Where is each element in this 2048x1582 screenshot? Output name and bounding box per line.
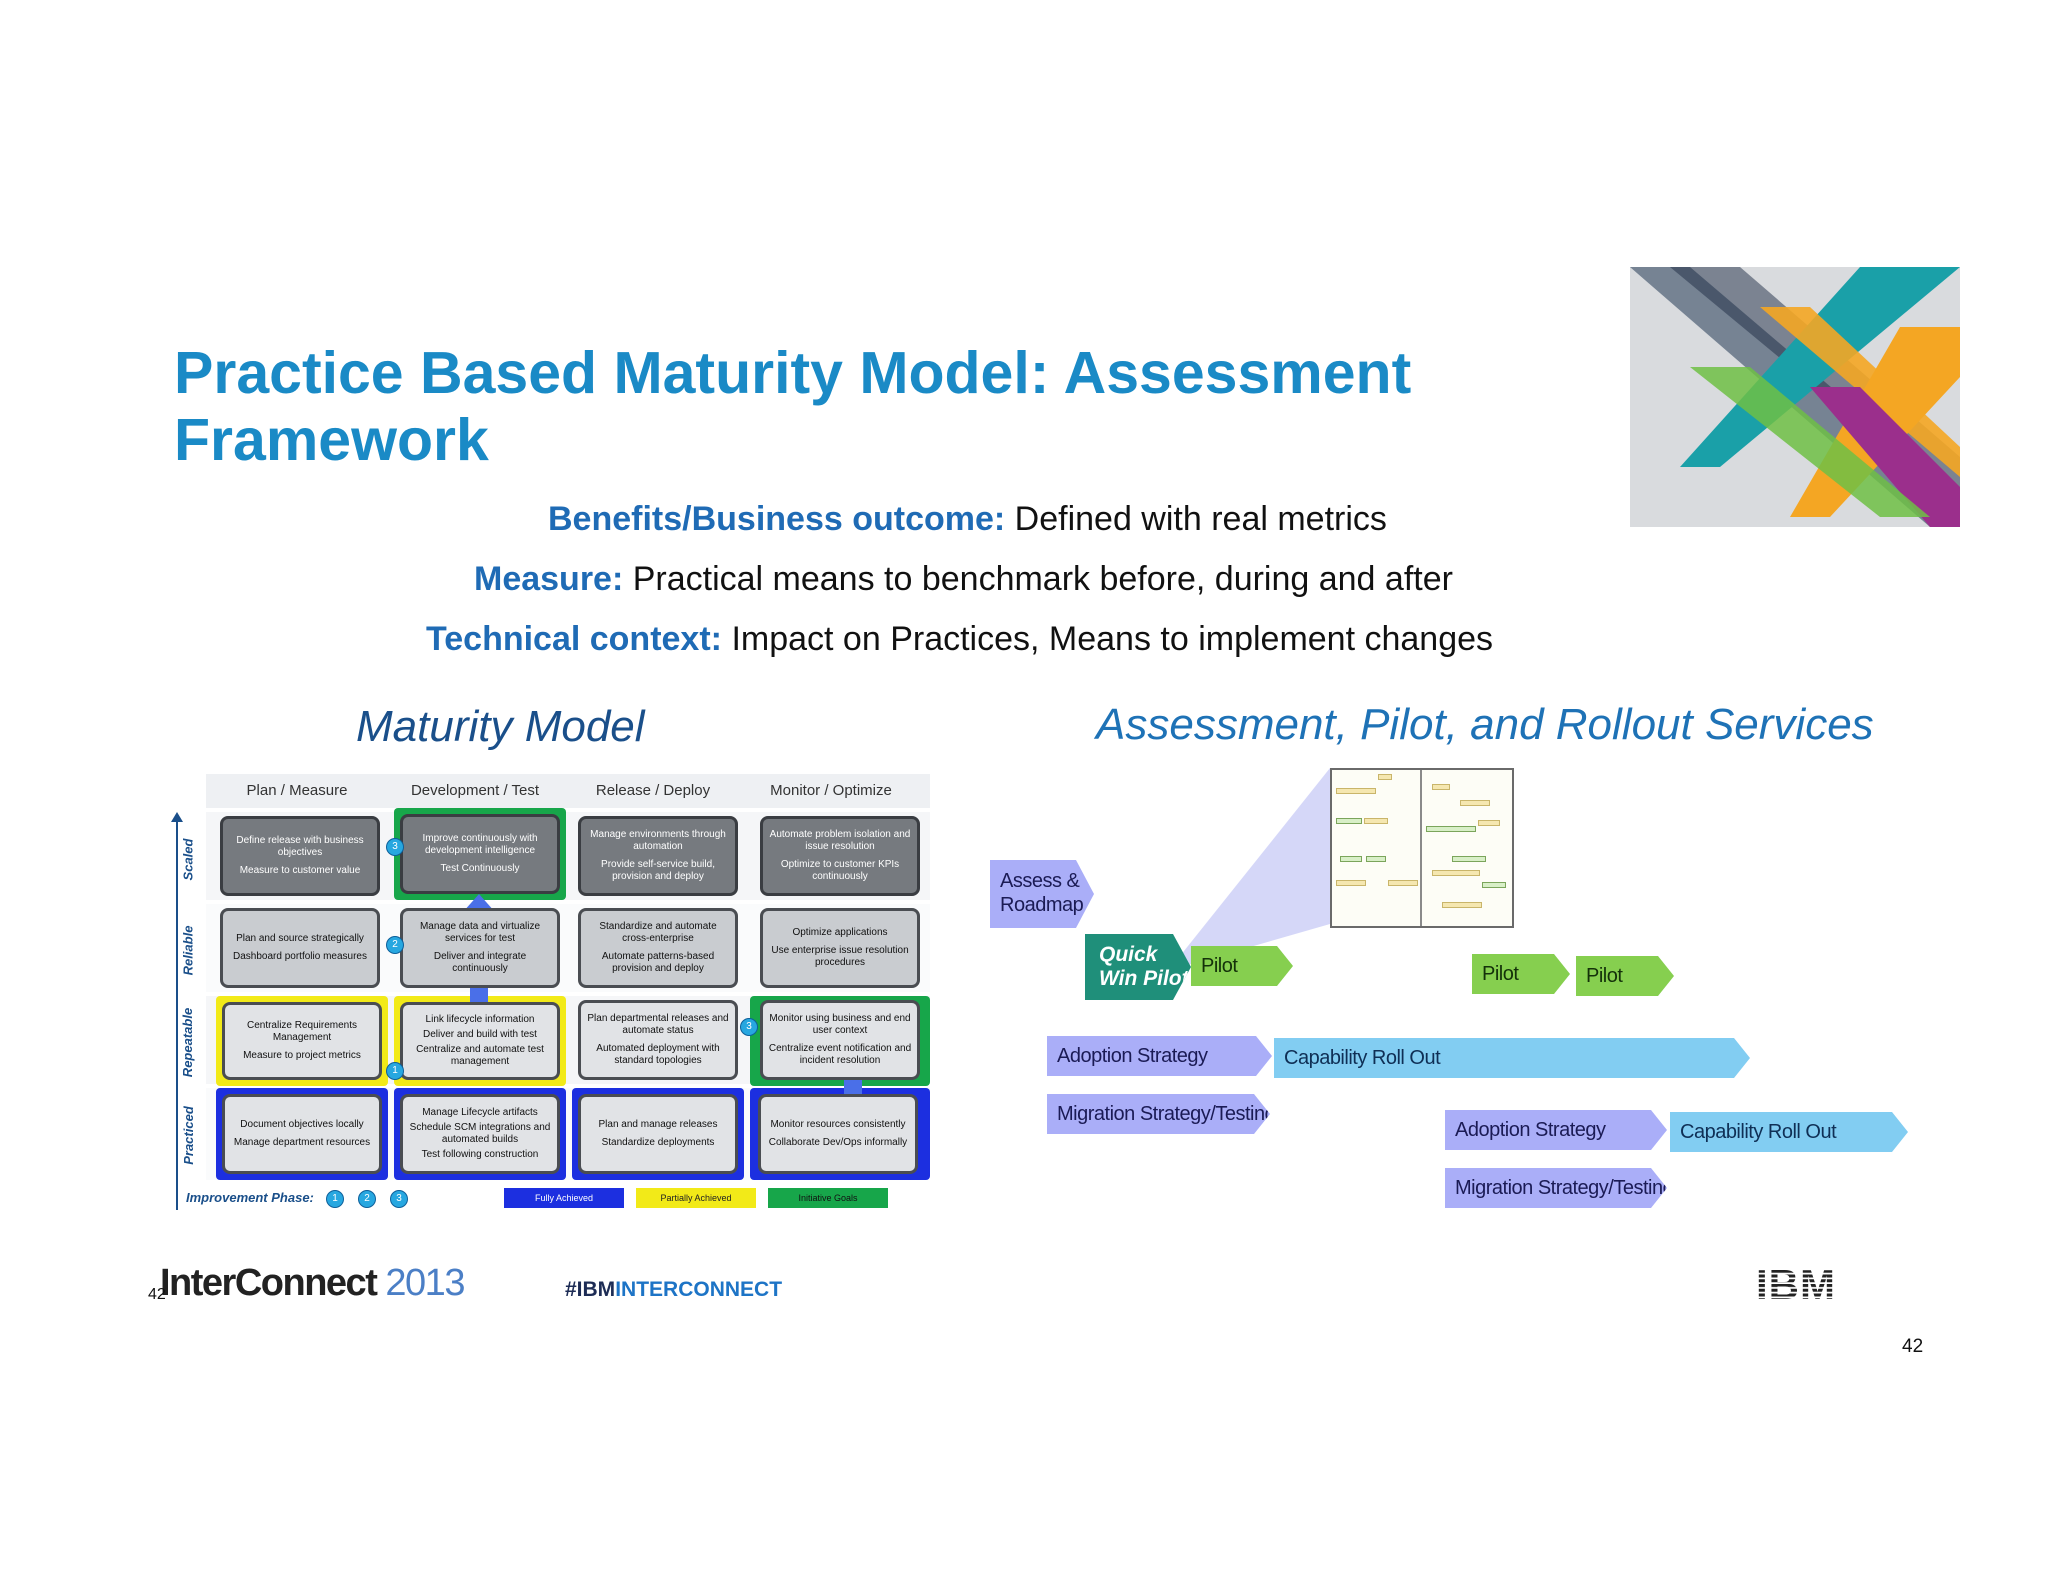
thumbnail-bar [1442, 902, 1482, 908]
capability-rollout-arrow-2: Capability Roll Out [1670, 1112, 1908, 1152]
grid-header-band [206, 774, 930, 808]
info-value-benefits: Defined with real metrics [1005, 500, 1387, 538]
thumbnail-bar [1340, 856, 1362, 862]
legend-initiative-goals: Initiative Goals [768, 1188, 888, 1208]
slide-title-line-2: Framework [174, 407, 489, 473]
phase-dot-3-monitor: 3 [740, 1018, 758, 1036]
cell-repeatable-monitor: Monitor using business and end user cont… [760, 1000, 920, 1080]
pilot-arrow-1: Pilot [1191, 946, 1293, 986]
maturity-axis-line [176, 820, 178, 1210]
thumbnail-divider [1420, 770, 1422, 926]
info-line-measure: Measure: Practical means to benchmark be… [474, 560, 1453, 599]
phase-dot-2: 2 [386, 936, 404, 954]
legend-phase-label: Improvement Phase: [186, 1190, 314, 1205]
schedule-thumbnail [1330, 768, 1514, 928]
row-label-practiced: Practiced [180, 1105, 196, 1165]
column-header-development: Development / Test [410, 782, 540, 799]
info-value-technical: Impact on Practices, Means to implement … [722, 620, 1494, 658]
maturity-axis-arrow [171, 812, 183, 822]
info-key-benefits: Benefits/Business outcome: [548, 500, 1006, 538]
legend-dot-1: 1 [326, 1190, 344, 1208]
assess-roadmap-arrow: Assess & Roadmap [990, 860, 1094, 928]
legend-fully-achieved: Fully Achieved [504, 1188, 624, 1208]
assess-roadmap-label: Assess & Roadmap [1000, 870, 1084, 916]
cell-reliable-dev: Manage data and virtualize services for … [400, 908, 560, 988]
info-line-technical: Technical context: Impact on Practices, … [426, 620, 1493, 659]
thumbnail-bar [1432, 784, 1450, 790]
quick-win-pilot-arrow: Quick Win Pilot [1085, 934, 1191, 1000]
thumbnail-bar [1432, 870, 1480, 876]
interconnect-logo-year: 2013 [376, 1262, 465, 1304]
thumbnail-bar [1336, 818, 1362, 824]
legend-dot-3: 3 [390, 1190, 408, 1208]
brand-x-graphic [1630, 267, 1960, 527]
slide-title-line-1: Practice Based Maturity Model: Assessmen… [174, 340, 1412, 406]
column-header-monitor: Monitor / Optimize [770, 782, 892, 799]
thumbnail-bar [1364, 818, 1388, 824]
thumbnail-bar [1426, 826, 1476, 832]
hashtag-suffix: INTERCONNECT [615, 1278, 783, 1301]
cell-reliable-release: Standardize and automate cross-enterpris… [578, 908, 738, 988]
thumbnail-bar [1388, 880, 1418, 886]
info-key-technical: Technical context: [426, 620, 722, 658]
row-label-repeatable: Repeatable [180, 1007, 196, 1077]
phase-dot-3-dev: 3 [386, 838, 404, 856]
column-header-plan: Plan / Measure [246, 782, 348, 799]
pilot-arrow-3: Pilot [1576, 956, 1674, 996]
thumbnail-bar [1452, 856, 1486, 862]
footer-page-small: 42 [148, 1286, 166, 1303]
maturity-legend: Improvement Phase: 1 2 3 Fully Achieved … [186, 1188, 906, 1212]
legend-partially-achieved: Partially Achieved [636, 1188, 756, 1208]
thumbnail-bar [1460, 800, 1490, 806]
migration-strategy-arrow-2: Migration Strategy/Testing [1445, 1168, 1667, 1208]
maturity-model-heading: Maturity Model [356, 702, 645, 751]
cell-scaled-dev: Improve continuously with development in… [400, 814, 560, 894]
capability-rollout-arrow-1: Capability Roll Out [1274, 1038, 1750, 1078]
cell-repeatable-release: Plan departmental releases and automate … [578, 1000, 738, 1080]
migration-strategy-arrow-1: Migration Strategy/Testing [1047, 1094, 1270, 1134]
adoption-strategy-arrow-1: Adoption Strategy [1047, 1036, 1272, 1076]
zoom-callout-shape [1180, 768, 1330, 966]
ibm-logo-text: IBM [1756, 1265, 1836, 1303]
phase-arrow-stem-dev-2 [470, 988, 488, 1006]
hashtag: #IBMINTERCONNECT [565, 1278, 782, 1302]
column-header-release: Release / Deploy [595, 782, 711, 799]
row-label-scaled: Scaled [180, 838, 196, 880]
pilot-arrow-2: Pilot [1472, 954, 1570, 994]
cell-scaled-monitor: Automate problem isolation and issue res… [760, 816, 920, 896]
phase-arrow-head-dev [463, 894, 495, 912]
thumbnail-bar [1336, 880, 1366, 886]
thumbnail-bar [1478, 820, 1500, 826]
thumbnail-bar [1366, 856, 1386, 862]
legend-dot-2: 2 [358, 1190, 376, 1208]
slide-title: Practice Based Maturity Model: Assessmen… [174, 340, 1574, 474]
page-number: 42 [1902, 1336, 1924, 1357]
row-label-reliable: Reliable [180, 925, 196, 975]
info-line-benefits: Benefits/Business outcome: Defined with … [548, 500, 1387, 539]
interconnect-logo-text: InterConnect [160, 1262, 378, 1304]
info-key-measure: Measure: [474, 560, 624, 598]
thumbnail-bar [1482, 882, 1506, 888]
phase-dot-1: 1 [386, 1062, 404, 1080]
ibm-logo: IBM [1756, 1265, 1836, 1303]
thumbnail-bar [1378, 774, 1392, 780]
hashtag-prefix: #IBM [565, 1278, 616, 1301]
assessment-services-heading: Assessment, Pilot, and Rollout Services [1096, 700, 1874, 749]
thumbnail-bar [1336, 788, 1376, 794]
interconnect-logo: InterConnect 2013 [160, 1262, 465, 1305]
quick-win-pilot-label: Quick Win Pilot [1099, 943, 1189, 990]
info-value-measure: Practical means to benchmark before, dur… [623, 560, 1453, 598]
adoption-strategy-arrow-2: Adoption Strategy [1445, 1110, 1667, 1150]
maturity-model-grid: Plan / Measure Development / Test Releas… [170, 772, 932, 1222]
